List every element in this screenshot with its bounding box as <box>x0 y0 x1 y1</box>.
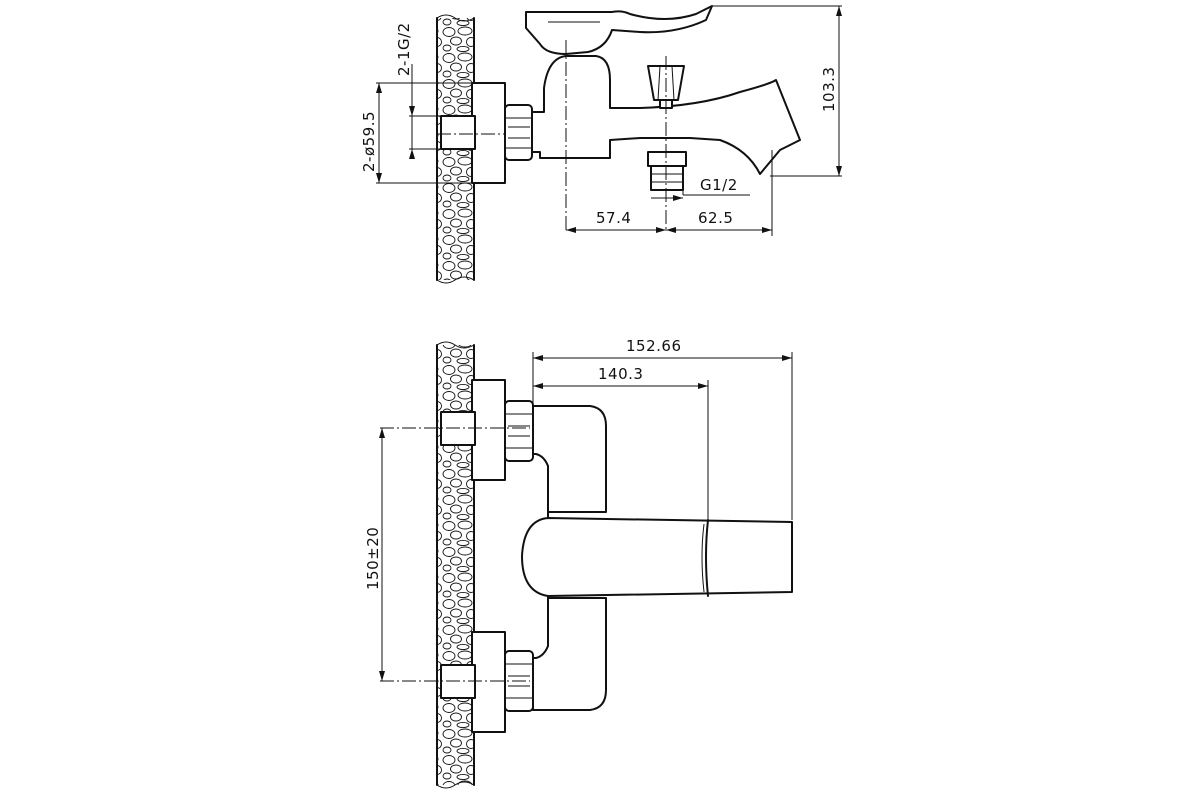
inlet-pipe-top <box>440 115 476 150</box>
center-distance-label: 150±20 <box>364 527 382 590</box>
left-offset-label: 57.4 <box>596 209 631 227</box>
outlet-thread-label: G1/2 <box>700 176 738 194</box>
mixer-body-front <box>532 405 607 513</box>
dim-overall-length <box>532 352 793 520</box>
dim-offsets <box>566 150 773 236</box>
mixer-body-side <box>531 55 801 175</box>
front-view: 150±20 152.66 140.3 <box>364 337 793 789</box>
lever-handle-front <box>521 517 793 597</box>
dim-diameter <box>376 82 472 184</box>
handle-length-label: 140.3 <box>598 365 643 383</box>
outlet-thread-leader <box>651 170 750 201</box>
wall-flange-upper <box>471 379 506 481</box>
outlet-connector <box>647 151 687 191</box>
wall-section-bottom <box>436 341 475 789</box>
wall-flange-top <box>471 82 506 184</box>
dim-center-distance <box>379 428 385 681</box>
thread-label: 2-1G/2 <box>395 22 413 76</box>
wall-flange-lower <box>471 631 506 733</box>
nut-top <box>504 104 533 161</box>
dim-height <box>712 5 842 177</box>
diameter-label: 2-ø59.5 <box>360 111 378 172</box>
right-offset-label: 62.5 <box>698 209 733 227</box>
dim-thread <box>409 64 441 159</box>
side-view: 2-ø59.5 2-1G/2 103.3 G1/2 <box>360 5 842 284</box>
nut-upper <box>504 400 534 462</box>
height-label: 103.3 <box>820 67 838 112</box>
overall-length-label: 152.66 <box>626 337 682 355</box>
dim-handle-length <box>533 380 709 520</box>
lever-handle-side <box>525 5 713 55</box>
